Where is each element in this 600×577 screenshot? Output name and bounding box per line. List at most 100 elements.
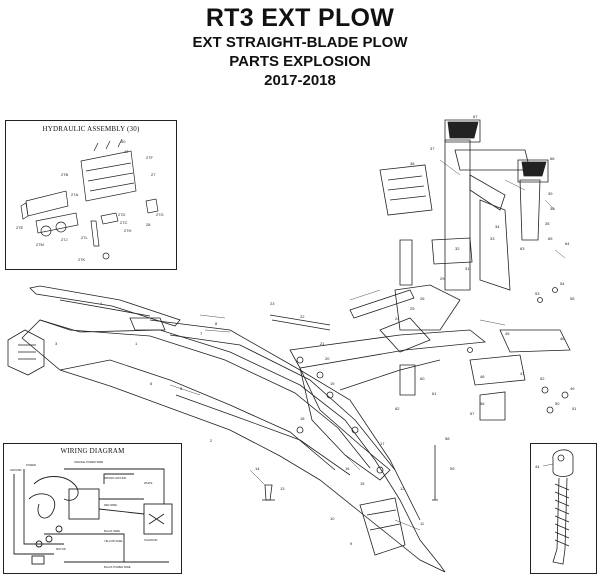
callout-37: 37	[430, 146, 435, 151]
callout-50: 50	[555, 401, 560, 406]
callout-26: 26	[420, 296, 425, 301]
callout-67: 67	[473, 114, 478, 119]
hyd-label-27g: 27G	[156, 212, 164, 217]
hyd-label-42: 42	[124, 149, 129, 154]
callout-58: 58	[445, 436, 450, 441]
cutting-edge	[29, 285, 181, 327]
callout-11: 11	[420, 521, 425, 526]
callout-33: 33	[490, 236, 495, 241]
blade-end-left	[7, 329, 45, 376]
joystick-label-44: 44	[535, 464, 540, 469]
callout-59: 59	[450, 466, 455, 471]
callout-63: 63	[520, 246, 525, 251]
wiring-diagram-inset: WIRING DIAGRAM ORANGE POWER WIRE BROWN G…	[3, 443, 182, 574]
hyd-label-27j: 27J	[61, 237, 67, 242]
callout-45: 45	[505, 331, 510, 336]
callout-14: 14	[255, 466, 260, 471]
callout-18: 18	[300, 416, 305, 421]
hardware	[129, 287, 569, 501]
callout-4: 4	[100, 301, 103, 306]
hyd-label-27d: 27D	[118, 212, 125, 217]
wire-label-black-power: BLACK POWER WIRE	[104, 565, 131, 569]
callout-22: 22	[300, 314, 305, 319]
hyd-label-40: 40	[121, 139, 126, 144]
diagram-type: PARTS EXPLOSION	[229, 53, 371, 70]
hyd-label-27f: 27F	[146, 155, 153, 160]
wire-label-brown-ground: BROWN GROUND	[104, 476, 126, 480]
page-subtitle: EXT STRAIGHT-BLADE PLOW	[192, 34, 408, 51]
blade-assembly	[21, 319, 446, 573]
hyd-label-27a: 27A	[71, 192, 78, 197]
joystick-drawing: 44	[535, 449, 574, 565]
callout-49: 49	[570, 386, 575, 391]
handle-brackets	[447, 121, 547, 177]
callout-labels: 67 66 37 38 39 36 35 34 33 32 31 29 26 2…	[55, 114, 577, 546]
callout-15: 15	[360, 481, 365, 486]
callout-35: 35	[545, 221, 550, 226]
callout-9: 9	[350, 541, 353, 546]
callout-16: 16	[345, 466, 350, 471]
callout-17: 17	[380, 441, 385, 446]
title-block: RT3 EXT PLOW EXT STRAIGHT-BLADE PLOW PAR…	[0, 4, 600, 90]
hyd-label-27: 27	[151, 172, 156, 177]
pump-block	[379, 164, 473, 265]
callout-6: 6	[150, 381, 153, 386]
callout-24: 24	[395, 316, 400, 321]
callout-3: 3	[55, 341, 58, 346]
callout-52: 52	[540, 376, 545, 381]
callout-23: 23	[270, 301, 275, 306]
blade-end-right	[359, 497, 406, 556]
callout-29: 29	[440, 276, 445, 281]
callout-57: 57	[470, 411, 475, 416]
wire-label-power: POWER	[26, 463, 36, 467]
callout-47: 47	[520, 371, 525, 376]
wiring-diagram-drawing: ORANGE POWER WIRE BROWN GROUND GROUND PO…	[10, 460, 173, 569]
callout-56: 56	[480, 401, 485, 406]
hyd-label-27m: 27M	[36, 242, 44, 247]
callout-31: 31	[465, 266, 470, 271]
callout-13: 13	[280, 486, 285, 491]
hyd-label-27e: 27E	[16, 225, 23, 230]
callout-54: 54	[560, 281, 565, 286]
callout-36: 36	[550, 206, 555, 211]
callout-1: 1	[135, 341, 138, 346]
callout-66: 66	[550, 156, 555, 161]
a-frame	[289, 284, 487, 481]
callout-64: 64	[565, 241, 570, 246]
callout-8: 8	[215, 321, 218, 326]
callout-62: 62	[395, 406, 400, 411]
hyd-label-27h: 27H	[124, 228, 131, 233]
hydraulic-assembly-title: HYDRAULIC ASSEMBLY (30)	[42, 125, 140, 133]
callout-51: 51	[572, 406, 577, 411]
wire-label-motor: MOTOR	[56, 547, 66, 551]
wire-label-white: WHITE	[144, 481, 153, 485]
lift-tower	[444, 119, 549, 291]
callout-19: 19	[330, 381, 335, 386]
callout-12: 12	[400, 486, 405, 491]
model-years: 2017-2018	[264, 72, 336, 89]
lift-cylinder	[269, 239, 415, 331]
callout-53: 53	[535, 291, 540, 296]
callout-20: 20	[325, 356, 330, 361]
callout-48: 48	[480, 374, 485, 379]
callout-46: 46	[560, 336, 565, 341]
hyd-label-27b: 27B	[61, 172, 68, 177]
joystick-inset: 44	[530, 443, 597, 574]
hydraulic-assembly-drawing: 40 42 27F 27 27B 27A 27D 27C 27H 27E 27G…	[16, 138, 164, 262]
wire-label-ground: GROUND	[10, 468, 22, 472]
mount-frame	[469, 329, 571, 421]
hyd-label-27k: 27K	[78, 257, 85, 262]
page-title: RT3 EXT PLOW	[205, 4, 395, 32]
wire-label-black: BLACK WIRE	[104, 529, 120, 533]
callout-32: 32	[455, 246, 460, 251]
callout-2: 2	[210, 438, 213, 443]
callout-10: 10	[330, 516, 335, 521]
callout-21: 21	[320, 341, 325, 346]
hydraulic-assembly-inset: HYDRAULIC ASSEMBLY (30) 40 42 27F 27 27B…	[5, 120, 177, 270]
wire-label-yellow: YELLOW WIRE	[104, 539, 123, 543]
hyd-label-27l: 27L	[81, 235, 88, 240]
leader-lines	[169, 159, 566, 531]
callout-61: 61	[432, 391, 437, 396]
wire-label-orange-power: ORANGE POWER WIRE	[74, 460, 104, 464]
callout-34: 34	[495, 224, 500, 229]
